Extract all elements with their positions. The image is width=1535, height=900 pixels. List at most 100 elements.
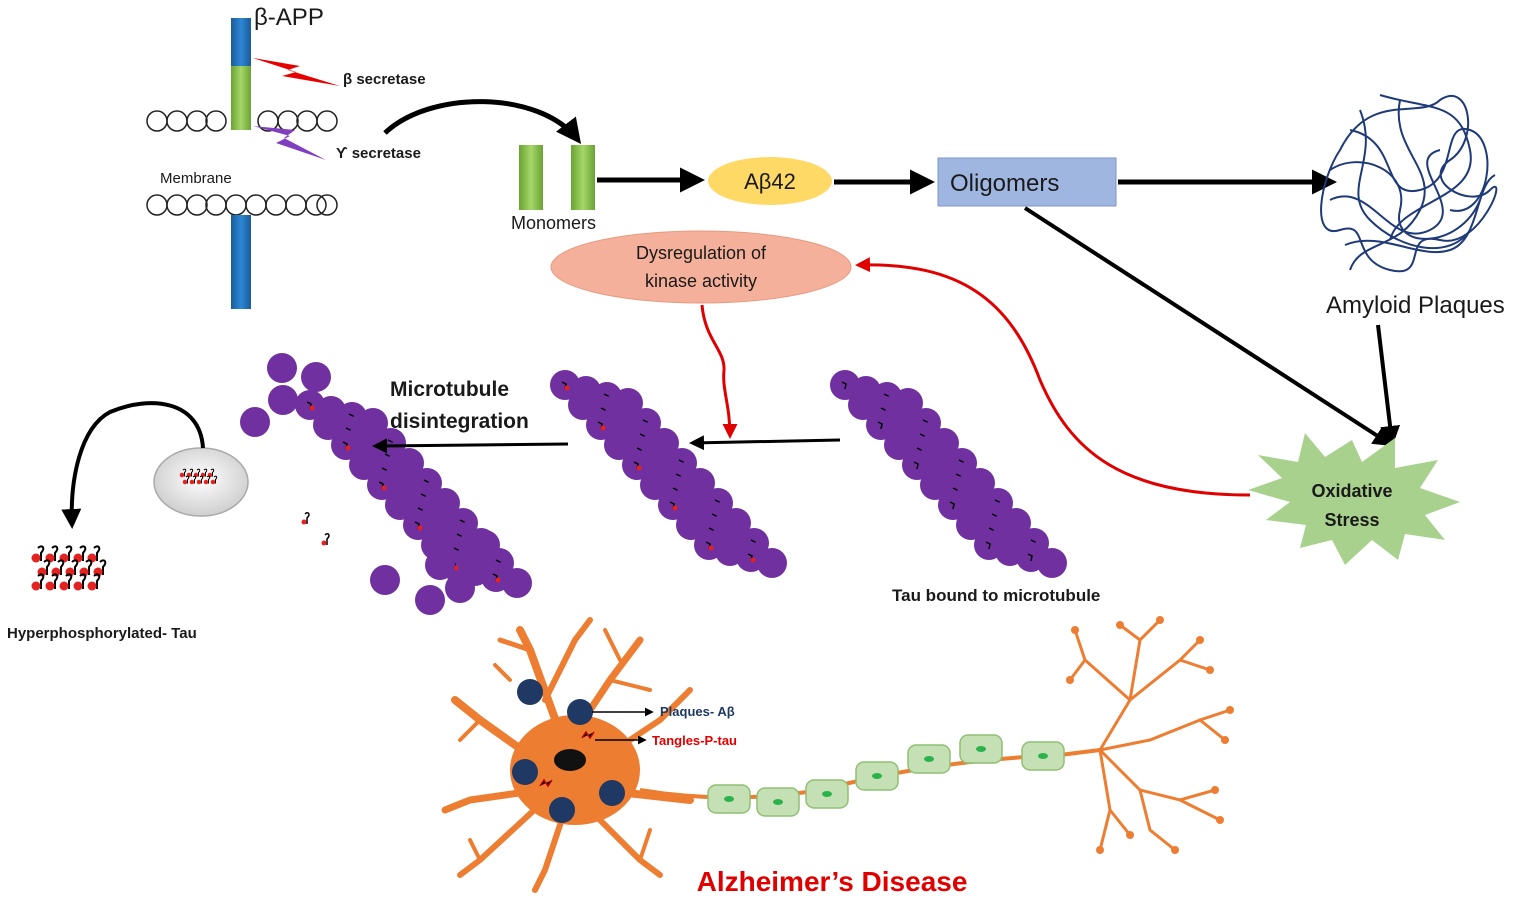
microtubule-label-line1: Microtubule [390, 378, 509, 401]
tubulin-subunit [1037, 548, 1067, 578]
phosphate-dot [31, 581, 41, 591]
tubulin-subunit [757, 548, 787, 578]
tau-strand [51, 545, 59, 561]
phosphate-dot [495, 577, 501, 583]
phosphate-dot [59, 581, 69, 591]
dysregulation-node [550, 230, 852, 304]
app-membrane-group: β-APP β secretase ϒ secretase Membrane [146, 4, 582, 309]
tau-strand [37, 573, 45, 589]
lightning-bolt-icon [253, 126, 326, 160]
arrow-plaques-to-oxidative [1376, 324, 1401, 446]
stress-loop: Dysregulation of kinase activity Oxidati… [550, 230, 1460, 565]
tau-strand [65, 545, 73, 561]
tau-strand [51, 573, 59, 589]
app-bar-middle [231, 66, 251, 130]
tau-strand [192, 475, 197, 484]
tangle-marks [539, 730, 595, 788]
tau-strand [213, 475, 218, 484]
oligomers-label: Oligomers [950, 170, 1059, 197]
myelin-nuclei [724, 746, 1048, 805]
tau-bound-label: Tau bound to microtubule [892, 586, 1100, 605]
phosphate-dot [210, 479, 216, 485]
dysregulation-label-line1: Dysregulation of [636, 243, 767, 263]
tau-protein-mark [877, 421, 883, 430]
lightning-bolt-icon [253, 58, 340, 86]
tau-strand [210, 468, 215, 477]
free-tubulin-subunit [470, 530, 500, 560]
hyperphosphorylated-tau-group: Hyperphosphorylated- Tau [7, 401, 249, 642]
ab42-node [708, 157, 832, 205]
microtubule-phosphorylated [550, 370, 787, 578]
tubulin-subunit [502, 568, 532, 598]
tau-strand [206, 475, 211, 484]
oxidative-stress-node [1248, 433, 1460, 565]
plaques-ab-label: Plaques- Aβ [660, 704, 735, 719]
vesicle-tau-cluster [179, 468, 218, 485]
phosphate-dot [179, 472, 185, 478]
axon-terminal [1068, 618, 1232, 852]
tau-strand [189, 468, 194, 477]
microtubule-group: Microtubule disintegration Tau bound to … [240, 353, 1100, 615]
free-tau-strand [324, 533, 330, 545]
free-tubulin-subunit [240, 407, 270, 437]
tau-strand [43, 559, 51, 575]
arrow-oligomers-to-oxidative [1023, 206, 1394, 447]
free-tau-strand [304, 512, 310, 524]
hyperphosphorylated-tau-label: Hyperphosphorylated- Tau [7, 625, 197, 642]
app-bar-top [231, 18, 251, 66]
tau-strand [79, 545, 87, 561]
phosphate-dot [672, 505, 678, 511]
arrow-middle-to-left-microtubule [372, 438, 569, 454]
tau-strand [185, 475, 190, 484]
free-tubulin-subunit [370, 565, 400, 595]
microtubule-disintegrating [240, 353, 532, 615]
free-tubulin-subunit [425, 550, 455, 580]
tau-strand [203, 468, 208, 477]
phosphate-dot [87, 581, 97, 591]
phosphate-dot [309, 405, 315, 411]
phosphate-dot [73, 581, 83, 591]
tau-strand [93, 545, 101, 561]
phosphate-dot [345, 445, 351, 451]
beta-secretase-label: β secretase [343, 71, 426, 88]
tau-strand [196, 468, 201, 477]
oligomers-node [937, 157, 1117, 207]
membrane-upper-row [146, 110, 338, 132]
phosphate-dot [189, 479, 195, 485]
beta-app-label: β-APP [254, 4, 324, 31]
red-arrow-kinase-to-microtubule [700, 304, 738, 439]
phosphate-dot [636, 465, 642, 471]
phosphate-dot [750, 557, 756, 563]
myelin-sheaths [707, 734, 1065, 817]
tau-strand [182, 468, 187, 477]
cleavage-arrow [383, 99, 582, 144]
arrow-vesicle-to-tau [61, 401, 205, 529]
ab42-label: Aβ42 [744, 169, 796, 194]
tangles-ptau-label: Tangles-P-tau [652, 733, 737, 748]
free-tubulin-subunit [301, 362, 331, 392]
tau-protein-mark [985, 541, 991, 550]
membrane-label: Membrane [160, 170, 232, 187]
app-bar-bottom [231, 215, 251, 309]
monomers-icon [519, 145, 595, 210]
phosphate-dot [182, 479, 188, 485]
tau-strand [85, 559, 93, 575]
tau-strand [79, 573, 87, 589]
phosphate-dot [600, 425, 606, 431]
phosphate-dot [203, 479, 209, 485]
microtubule-tau-bound [830, 370, 1067, 578]
tau-protein-mark [949, 501, 955, 510]
phosphate-dot [381, 485, 387, 491]
amyloid-plaques-label: Amyloid Plaques [1326, 292, 1505, 319]
tau-strand [37, 545, 45, 561]
tau-strand [99, 559, 107, 575]
phosphate-dot [301, 519, 307, 525]
membrane-lower-row [146, 194, 338, 216]
arrow-right-to-middle-microtubule [689, 435, 841, 451]
phosphate-dot [708, 545, 714, 551]
plaque-clusters [512, 679, 625, 823]
microtubule-label-line2: disintegration [390, 410, 529, 433]
free-tubulin-subunit [267, 353, 297, 383]
amyloid-pathway: Monomers Aβ42 Oligomers Amyloid Plaques [511, 94, 1505, 447]
tau-strand [93, 573, 101, 589]
